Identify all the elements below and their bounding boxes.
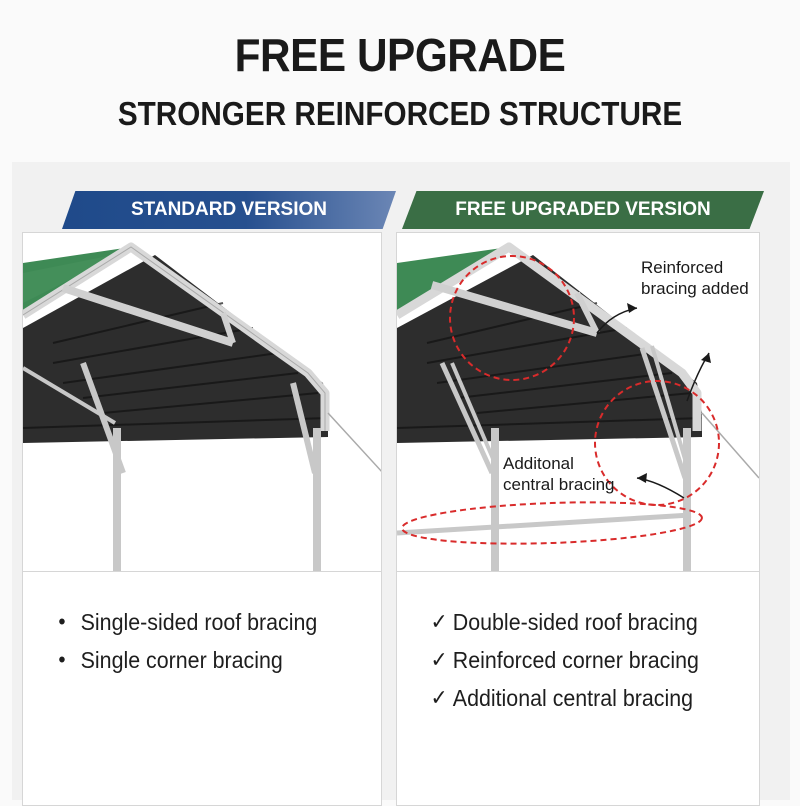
feature-label: Single corner bracing — [80, 646, 283, 673]
upgraded-features-list: ✓ Double-sided roof bracing ✓ Reinforced… — [397, 603, 759, 717]
feature-label: Reinforced corner bracing — [452, 646, 699, 673]
check-icon: ✓ — [430, 685, 448, 710]
upgraded-carport-illustration — [397, 233, 759, 571]
page-title: FREE UPGRADE — [234, 29, 566, 81]
upgraded-version-banner: FREE UPGRADED VERSION — [402, 191, 764, 229]
highlight-circle — [449, 255, 575, 381]
feature-label: Additional central bracing — [452, 684, 694, 711]
panel-divider — [397, 571, 759, 572]
check-icon: ✓ — [430, 647, 448, 672]
annotation-central-line2: central bracing — [503, 475, 615, 494]
feature-item: ✓ Double-sided roof bracing — [397, 603, 734, 641]
bullet-icon: • — [58, 609, 66, 634]
standard-version-banner: STANDARD VERSION — [62, 191, 396, 229]
feature-item: ✓ Additional central bracing — [397, 679, 734, 717]
upgraded-version-panel: Reinforced bracing added Additonal centr… — [396, 232, 760, 806]
standard-features-list: • Single-sided roof bracing • Single cor… — [23, 603, 381, 679]
panel-divider — [23, 571, 381, 572]
feature-item: • Single-sided roof bracing — [23, 603, 356, 641]
check-icon: ✓ — [430, 609, 448, 634]
standard-version-panel: • Single-sided roof bracing • Single cor… — [22, 232, 382, 806]
feature-item: • Single corner bracing — [23, 641, 356, 679]
annotation-central-line1: Additonal — [503, 454, 574, 473]
annotation-reinforced-line2: bracing added — [641, 279, 749, 298]
bullet-icon: • — [58, 647, 66, 672]
feature-label: Double-sided roof bracing — [452, 608, 698, 635]
annotation-reinforced-line1: Reinforced — [641, 258, 724, 277]
feature-item: ✓ Reinforced corner bracing — [397, 641, 734, 679]
page-subtitle: STRONGER REINFORCED STRUCTURE — [117, 95, 683, 132]
feature-label: Single-sided roof bracing — [80, 608, 318, 635]
standard-carport-illustration — [23, 233, 381, 571]
